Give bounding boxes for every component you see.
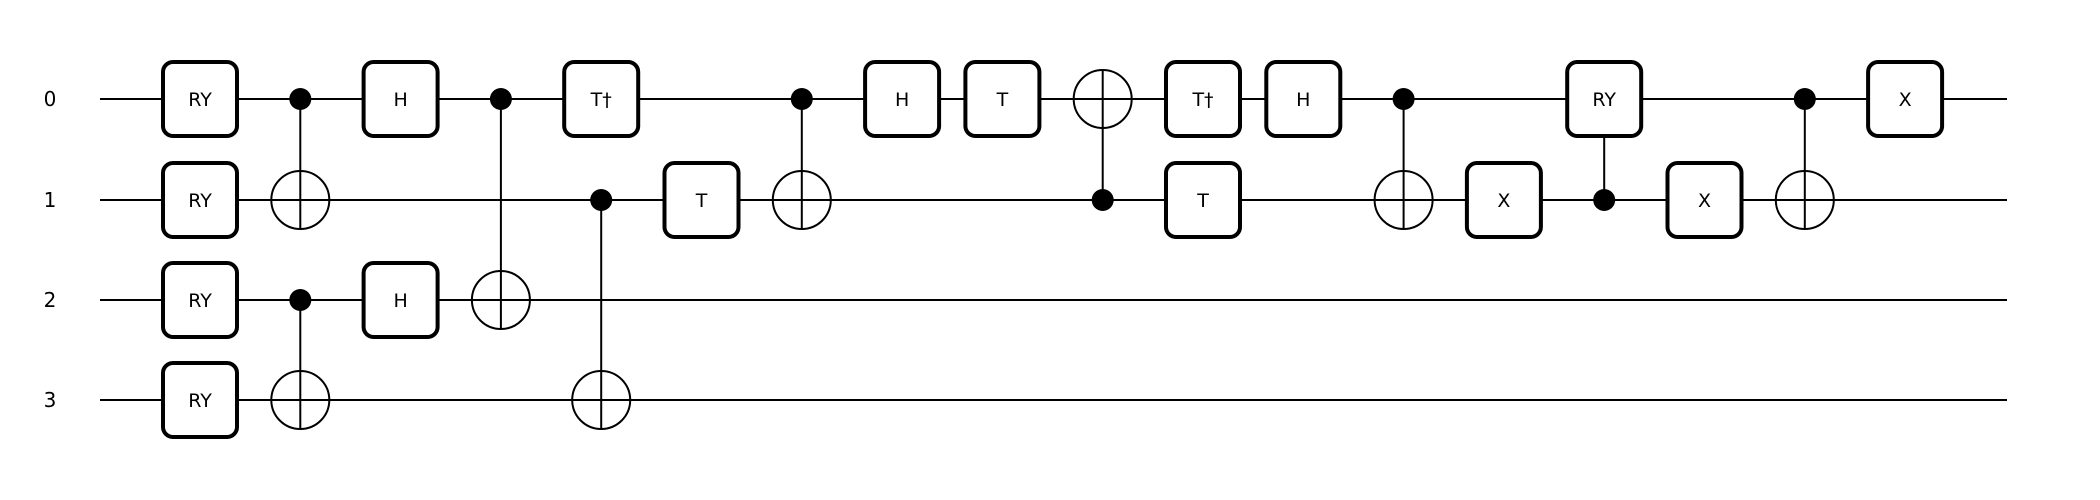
gates: RY RY RY RY H H T† T H T T† T H X RY X X — [161, 60, 1945, 439]
gate-box — [361, 261, 440, 339]
gate-box — [1264, 60, 1343, 138]
gate-label: H — [895, 89, 909, 111]
gate-box — [161, 60, 239, 138]
gate-label: H — [1296, 89, 1310, 111]
gate-box — [1464, 161, 1543, 239]
gate-box — [1565, 60, 1644, 138]
gate-box — [161, 361, 239, 439]
qubit-wires — [100, 98, 2007, 401]
control-dot — [590, 189, 613, 211]
qubit-labels: 0 1 2 3 — [44, 87, 57, 412]
gate-box — [863, 60, 942, 138]
gate-label: RY — [1592, 89, 1616, 111]
control-dot — [289, 88, 312, 110]
gate-box — [361, 60, 440, 138]
gate-box — [1164, 60, 1242, 138]
gate-box — [963, 60, 1042, 138]
control-dot — [1392, 88, 1415, 110]
control-dot — [1091, 189, 1114, 211]
gate-label: T — [695, 190, 708, 212]
gate-label: T† — [590, 89, 612, 111]
gate-label: X — [1497, 190, 1510, 212]
control-dot — [1593, 189, 1616, 211]
gate-box — [1665, 161, 1744, 239]
gate-label: T† — [1191, 89, 1213, 111]
gate-label: H — [393, 89, 407, 111]
gate-label: T — [1196, 190, 1209, 212]
gate-label: RY — [188, 390, 212, 412]
control-dot — [489, 88, 512, 110]
gate-box — [662, 161, 741, 239]
qubit-label: 0 — [44, 87, 57, 111]
gate-label: RY — [188, 290, 212, 312]
gate-label: T — [996, 89, 1009, 111]
control-dot — [289, 289, 312, 311]
gate-box — [562, 60, 641, 138]
qubit-label: 3 — [44, 388, 57, 412]
gate-label: RY — [188, 190, 212, 212]
control-dot — [1793, 88, 1816, 110]
qubit-label: 2 — [44, 288, 57, 312]
gate-box — [161, 261, 239, 339]
gate-label: X — [1899, 89, 1912, 111]
control-dot — [790, 88, 813, 110]
gate-label: X — [1698, 190, 1711, 212]
gate-box — [1164, 161, 1242, 239]
gate-box — [1866, 60, 1945, 138]
qubit-label: 1 — [44, 188, 57, 212]
gate-box — [161, 161, 239, 239]
gate-label: RY — [188, 89, 212, 111]
gate-label: H — [393, 290, 407, 312]
